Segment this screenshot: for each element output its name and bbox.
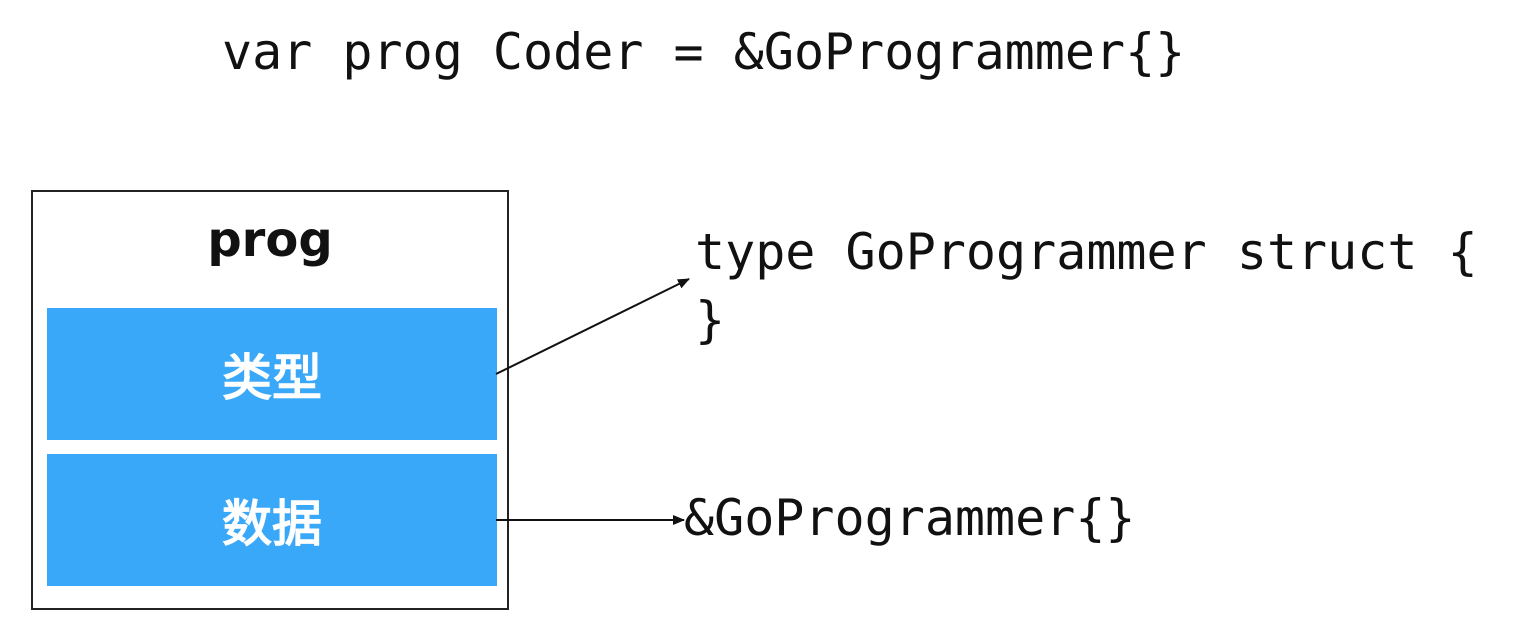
- struct-definition-line-1: type GoProgrammer struct {: [695, 223, 1478, 281]
- interface-variable-box: prog 类型 数据: [31, 190, 509, 610]
- struct-definition-line-2: }: [695, 291, 726, 349]
- type-arrow: [495, 278, 690, 375]
- data-slot-label: 数据: [222, 495, 322, 553]
- data-value-text: &GoProgrammer{}: [684, 489, 1136, 547]
- type-slot: 类型: [47, 308, 497, 440]
- data-slot: 数据: [47, 454, 497, 586]
- type-slot-label: 类型: [222, 349, 322, 407]
- assignment-code-line: var prog Coder = &GoProgrammer{}: [222, 23, 1186, 81]
- interface-variable-name: prog: [207, 212, 333, 268]
